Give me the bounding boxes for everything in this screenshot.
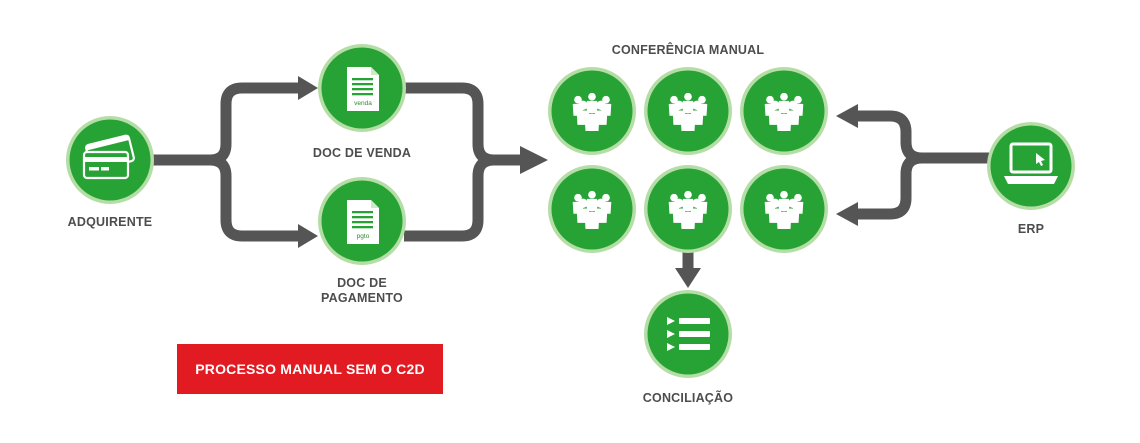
team-node xyxy=(740,165,828,253)
team-node xyxy=(740,67,828,155)
team-node xyxy=(548,67,636,155)
label-conferencia-manual: CONFERÊNCIA MANUAL xyxy=(612,42,765,57)
process-banner: PROCESSO MANUAL SEM O C2D xyxy=(177,344,443,394)
arrow-venda-merge xyxy=(404,82,522,166)
laptop-icon xyxy=(1004,142,1058,184)
node-doc-venda: venda DOC DE VENDA xyxy=(313,44,411,160)
arrow-erp-lower xyxy=(858,152,923,220)
label-conciliacao: CONCILIAÇÃO xyxy=(643,390,733,405)
credit-cards-icon xyxy=(82,134,135,180)
arrow-heads xyxy=(298,76,858,288)
label-doc-pagamento-line2: PAGAMENTO xyxy=(321,291,403,305)
doc-tag-pgto: pgto xyxy=(357,233,370,240)
doc-tag-venda: venda xyxy=(354,100,372,107)
team-node xyxy=(644,165,732,253)
node-conciliacao: CONCILIAÇÃO xyxy=(643,290,733,405)
arrow-adquirente-split xyxy=(150,82,300,166)
team-node xyxy=(548,165,636,253)
connector-arrows xyxy=(150,82,990,270)
list-icon xyxy=(667,317,710,351)
label-erp: ERP xyxy=(1018,222,1044,236)
arrow-pagamento-merge xyxy=(404,154,495,242)
payment-document-icon: pgto xyxy=(347,200,379,244)
node-erp: ERP xyxy=(987,122,1075,236)
node-doc-pagamento: pgto DOC DE PAGAMENTO xyxy=(318,177,406,305)
node-adquirente: ADQUIRENTE xyxy=(66,116,154,229)
label-doc-pagamento-line1: DOC DE xyxy=(337,276,387,290)
conferencia-grid xyxy=(548,67,828,253)
arrow-erp-split xyxy=(858,110,990,164)
arrow-adquirente-pagamento xyxy=(209,154,300,242)
label-doc-venda: DOC DE VENDA xyxy=(313,146,411,160)
team-node xyxy=(644,67,732,155)
label-adquirente: ADQUIRENTE xyxy=(68,215,153,229)
sales-document-icon: venda xyxy=(347,67,379,111)
